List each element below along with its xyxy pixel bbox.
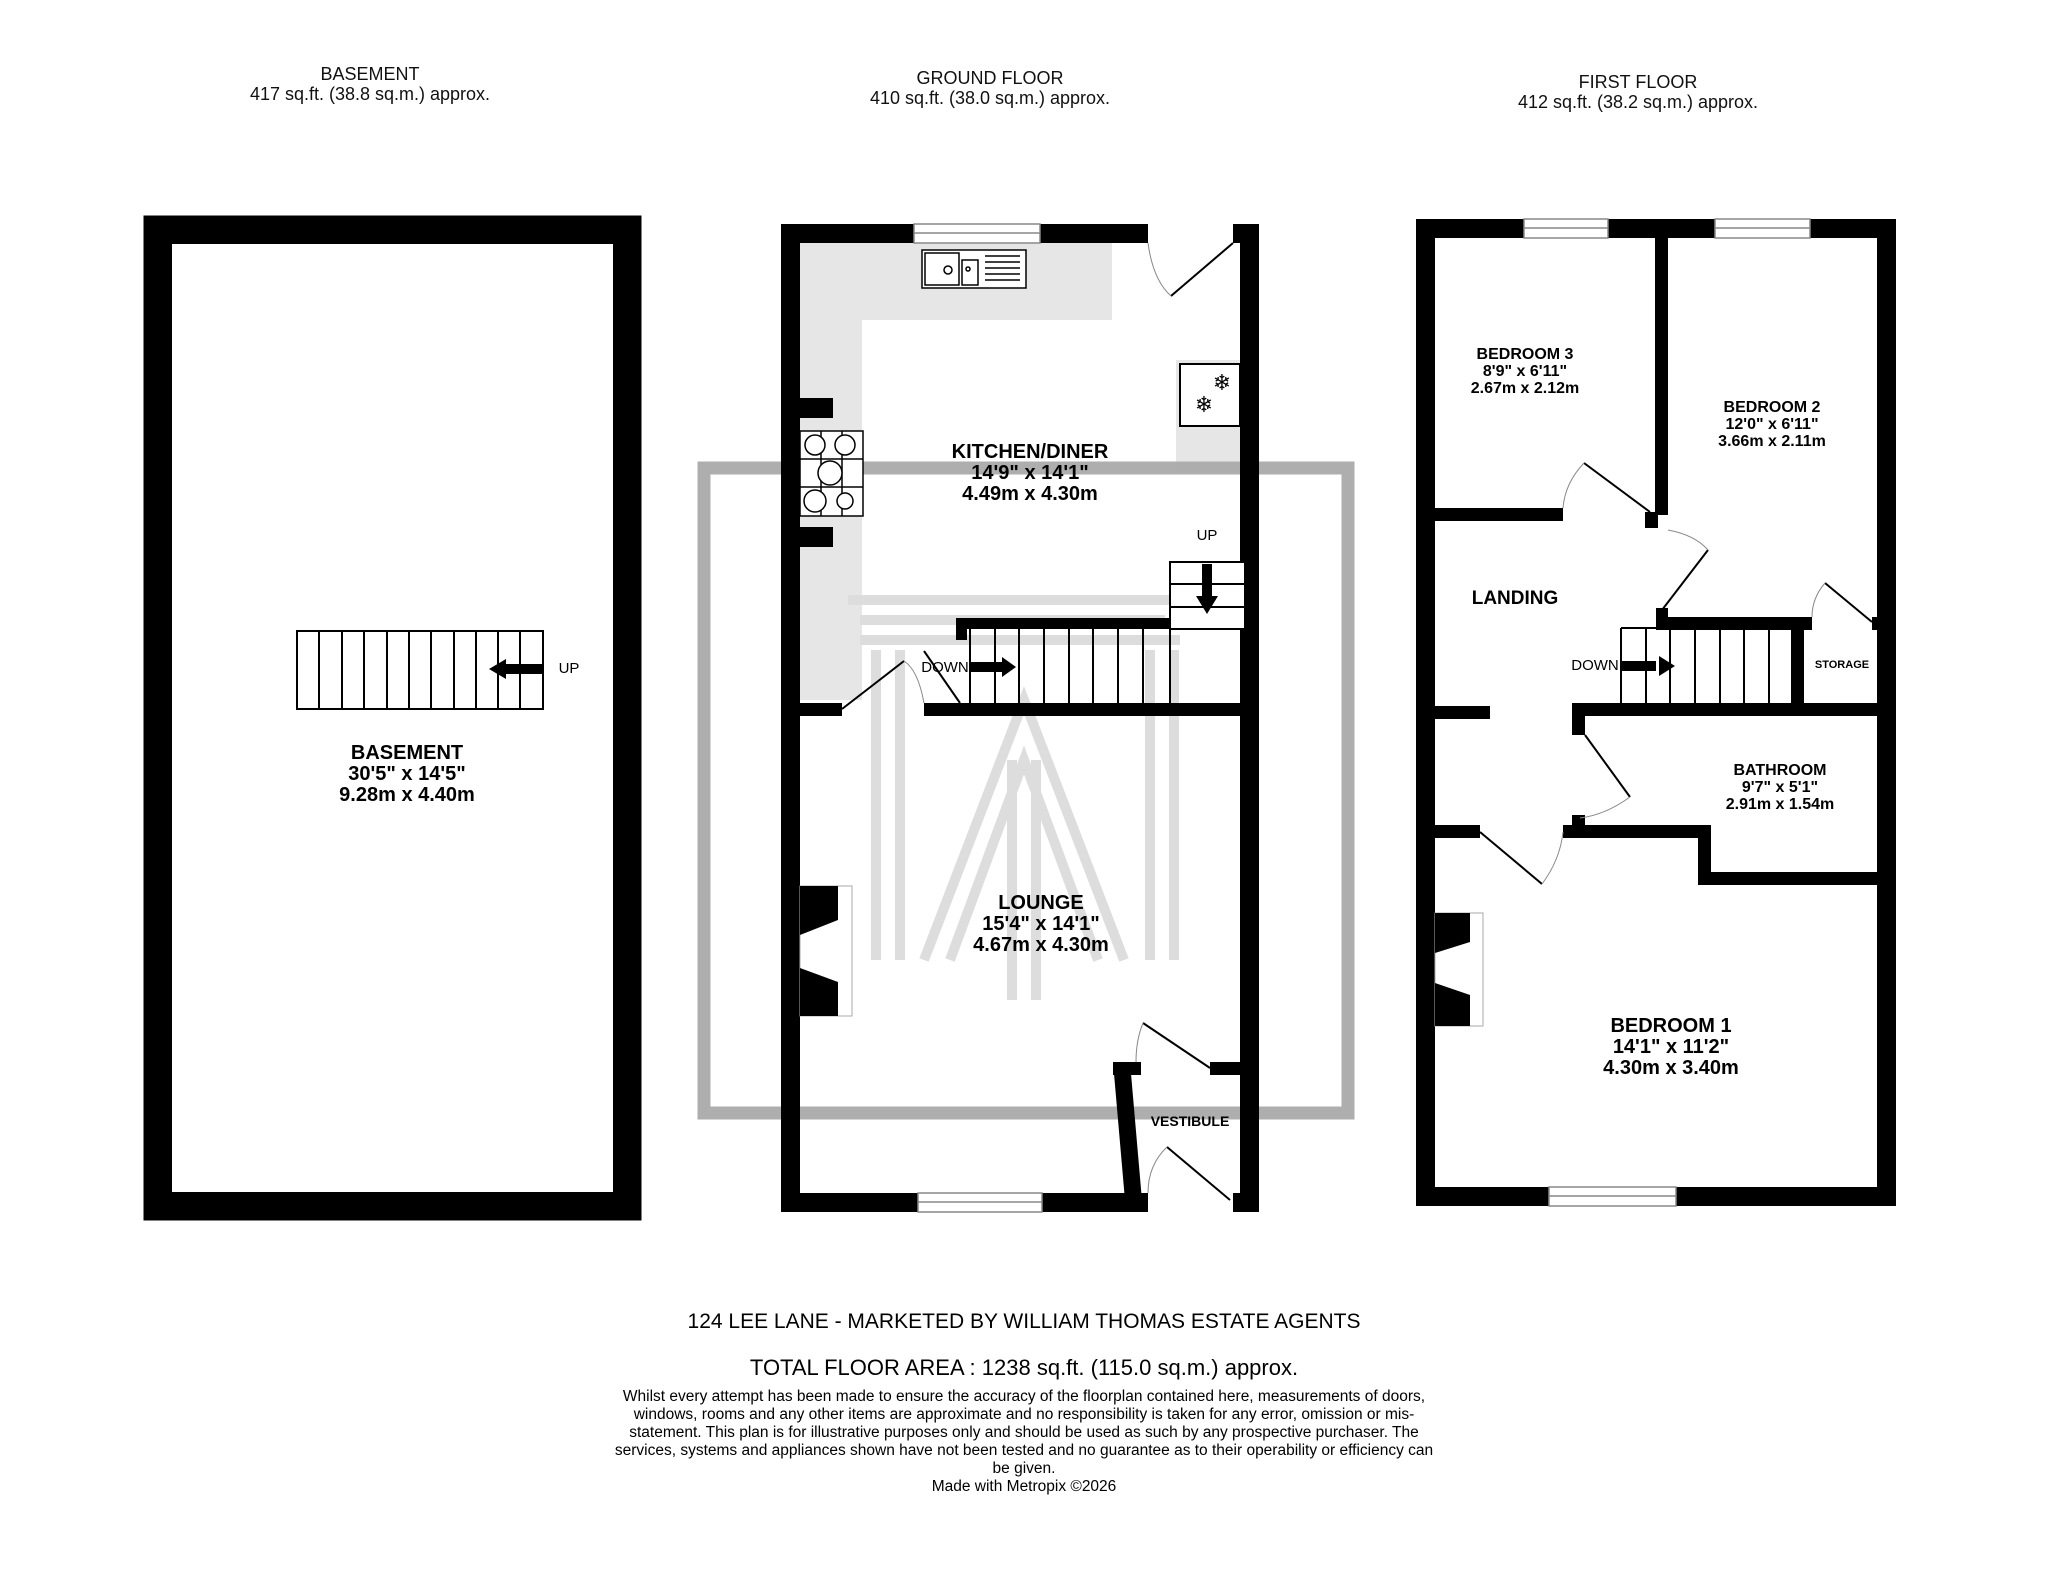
basement-stairs-up-label: UP — [558, 660, 580, 677]
ground-floor-windows — [913, 223, 1043, 1213]
basement-area: 417 sq.ft. (38.8 sq.m.) approx. — [249, 84, 491, 104]
bedroom1-door — [1479, 831, 1543, 885]
first-stairs-down-arrow-icon — [1621, 656, 1675, 676]
ground-stairs-up-label: UP — [1196, 527, 1218, 544]
ground-stairs-up-arrow-icon — [1196, 564, 1218, 614]
ground-stairs-down-arrow-icon — [970, 657, 1016, 677]
room-label-storage: STORAGE — [1814, 659, 1870, 671]
ground-floor-walls — [781, 224, 1259, 1212]
back-door — [1170, 242, 1234, 297]
ground-floor-area: 410 sq.ft. (38.0 sq.m.) approx. — [869, 88, 1111, 108]
lounge-fireplace-icon — [799, 885, 853, 1017]
bedroom3-door — [1583, 462, 1651, 513]
room-label-bedroom-2: BEDROOM 2 12'0" x 6'11" 3.66m x 2.11m — [1718, 399, 1826, 450]
kitchen-sink-icon — [921, 249, 1027, 289]
first-floor-staircase — [1620, 627, 1770, 703]
first-floor-header: FIRST FLOOR 412 sq.ft. (38.2 sq.m.) appr… — [1518, 72, 1758, 112]
basement-up-arrow-icon — [489, 659, 543, 679]
ground-stairs-down-label: DOWN — [921, 659, 969, 676]
first-floor-windows — [1523, 218, 1811, 1207]
room-label-vestibule: VESTIBULE — [1150, 1113, 1230, 1129]
basement-header: BASEMENT 417 sq.ft. (38.8 sq.m.) approx. — [250, 64, 490, 104]
bedroom2-door — [1661, 549, 1709, 611]
room-label-lounge: LOUNGE 15'4" x 14'1" 4.67m x 4.30m — [973, 892, 1109, 956]
ground-floor-title: GROUND FLOOR — [916, 68, 1064, 88]
storage-door — [1824, 582, 1873, 623]
disclaimer-block: Whilst every attempt has been made to en… — [614, 1388, 1434, 1496]
room-label-basement: BASEMENT 30'5" x 14'5" 9.28m x 4.40m — [339, 742, 475, 806]
svg-text:❄: ❄ — [1195, 393, 1213, 418]
ground-floor-doors — [841, 242, 1234, 1201]
metropix-credit: Made with Metropix ©2026 — [931, 1478, 1117, 1495]
room-label-bedroom-3: BEDROOM 3 8'9" x 6'11" 2.67m x 2.12m — [1470, 346, 1580, 397]
vestibule-inner-door — [1142, 1022, 1211, 1069]
bathroom-door — [1584, 734, 1631, 798]
first-floor-title: FIRST FLOOR — [1578, 72, 1698, 92]
total-floor-area: TOTAL FLOOR AREA : 1238 sq.ft. (115.0 sq… — [749, 1355, 1299, 1380]
listing-title: 124 LEE LANE - MARKETED BY WILLIAM THOMA… — [687, 1310, 1361, 1333]
first-floor-doors — [1479, 462, 1873, 885]
basement-title: BASEMENT — [320, 64, 420, 84]
disclaimer-text: Whilst every attempt has been made to en… — [614, 1388, 1434, 1477]
svg-text:❄: ❄ — [1213, 371, 1231, 396]
ground-floor-header: GROUND FLOOR 410 sq.ft. (38.0 sq.m.) app… — [870, 68, 1110, 108]
basement-plan — [143, 215, 642, 1221]
room-label-bathroom: BATHROOM 9'7" x 5'1" 2.91m x 1.54m — [1725, 762, 1835, 813]
ground-floor-plan: ❄ ❄ — [697, 223, 1355, 1213]
room-label-kitchen-diner: KITCHEN/DINER 14'9" x 14'1" 4.49m x 4.30… — [951, 441, 1109, 505]
watermark-logo — [697, 461, 1355, 1120]
watermark-monogram — [848, 595, 1180, 1000]
lounge-door — [841, 660, 905, 710]
first-floor-plan — [1416, 218, 1896, 1207]
fridge-freezer-icon: ❄ ❄ — [1179, 363, 1241, 427]
hob-icon — [799, 430, 864, 517]
first-floor-walls — [1416, 219, 1896, 1206]
basement-outer-wall — [143, 215, 642, 1221]
first-stairs-down-label: DOWN — [1571, 657, 1619, 674]
room-label-landing: LANDING — [1471, 588, 1559, 609]
room-label-bedroom-1: BEDROOM 1 14'1" x 11'2" 4.30m x 3.40m — [1603, 1015, 1739, 1079]
first-floor-area: 412 sq.ft. (38.2 sq.m.) approx. — [1517, 92, 1759, 112]
front-door — [1166, 1146, 1231, 1201]
bedroom1-fireplace-icon — [1434, 912, 1484, 1027]
